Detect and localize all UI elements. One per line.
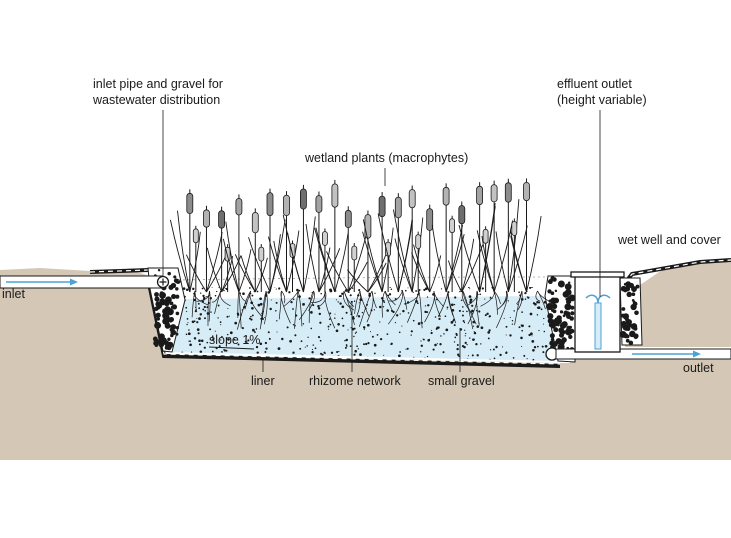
rhizome-label: rhizome network <box>309 374 401 388</box>
outlet-arrow-head <box>693 350 701 358</box>
plants-label: wetland plants (macrophytes) <box>305 151 469 165</box>
wet-well-cover <box>570 271 625 278</box>
inlet-label: inlet <box>2 287 25 301</box>
effluent-outlet-label-line2: (height variable) <box>557 93 647 107</box>
bed-surface-line <box>177 276 549 281</box>
rhizome-network <box>191 290 552 330</box>
liner-label: liner <box>251 374 275 388</box>
soil-ground <box>0 268 731 460</box>
wet-well-gravel-stones <box>619 281 640 346</box>
outlet-label: outlet <box>683 361 714 375</box>
water-saturated-zone <box>158 296 555 361</box>
inlet-pipe-label: inlet pipe and gravel for wastewater dis… <box>93 76 223 108</box>
effluent-outlet-label: effluent outlet (height variable) <box>557 76 647 108</box>
slope-label: slope 1% <box>209 333 261 347</box>
wet-well-label: wet well and cover <box>618 233 721 247</box>
inlet-gravel-stones <box>152 268 181 351</box>
inlet-pipe-label-line1: inlet pipe and gravel for <box>93 77 223 91</box>
effluent-outlet-label-line1: effluent outlet <box>557 77 632 91</box>
wetland-plants <box>169 178 542 293</box>
slope-indicator-line <box>208 346 255 350</box>
soil-right-bank <box>625 260 731 347</box>
outlet-gravel-stones <box>546 276 576 358</box>
standpipe <box>594 302 602 350</box>
inlet-pipe-cross <box>159 278 167 286</box>
inlet-pipe-label-line2: wastewater distribution <box>93 93 221 107</box>
inlet-arrow-head <box>70 278 78 286</box>
gravel-label: small gravel <box>428 374 495 388</box>
effluent-overflow-arrows <box>585 294 611 304</box>
